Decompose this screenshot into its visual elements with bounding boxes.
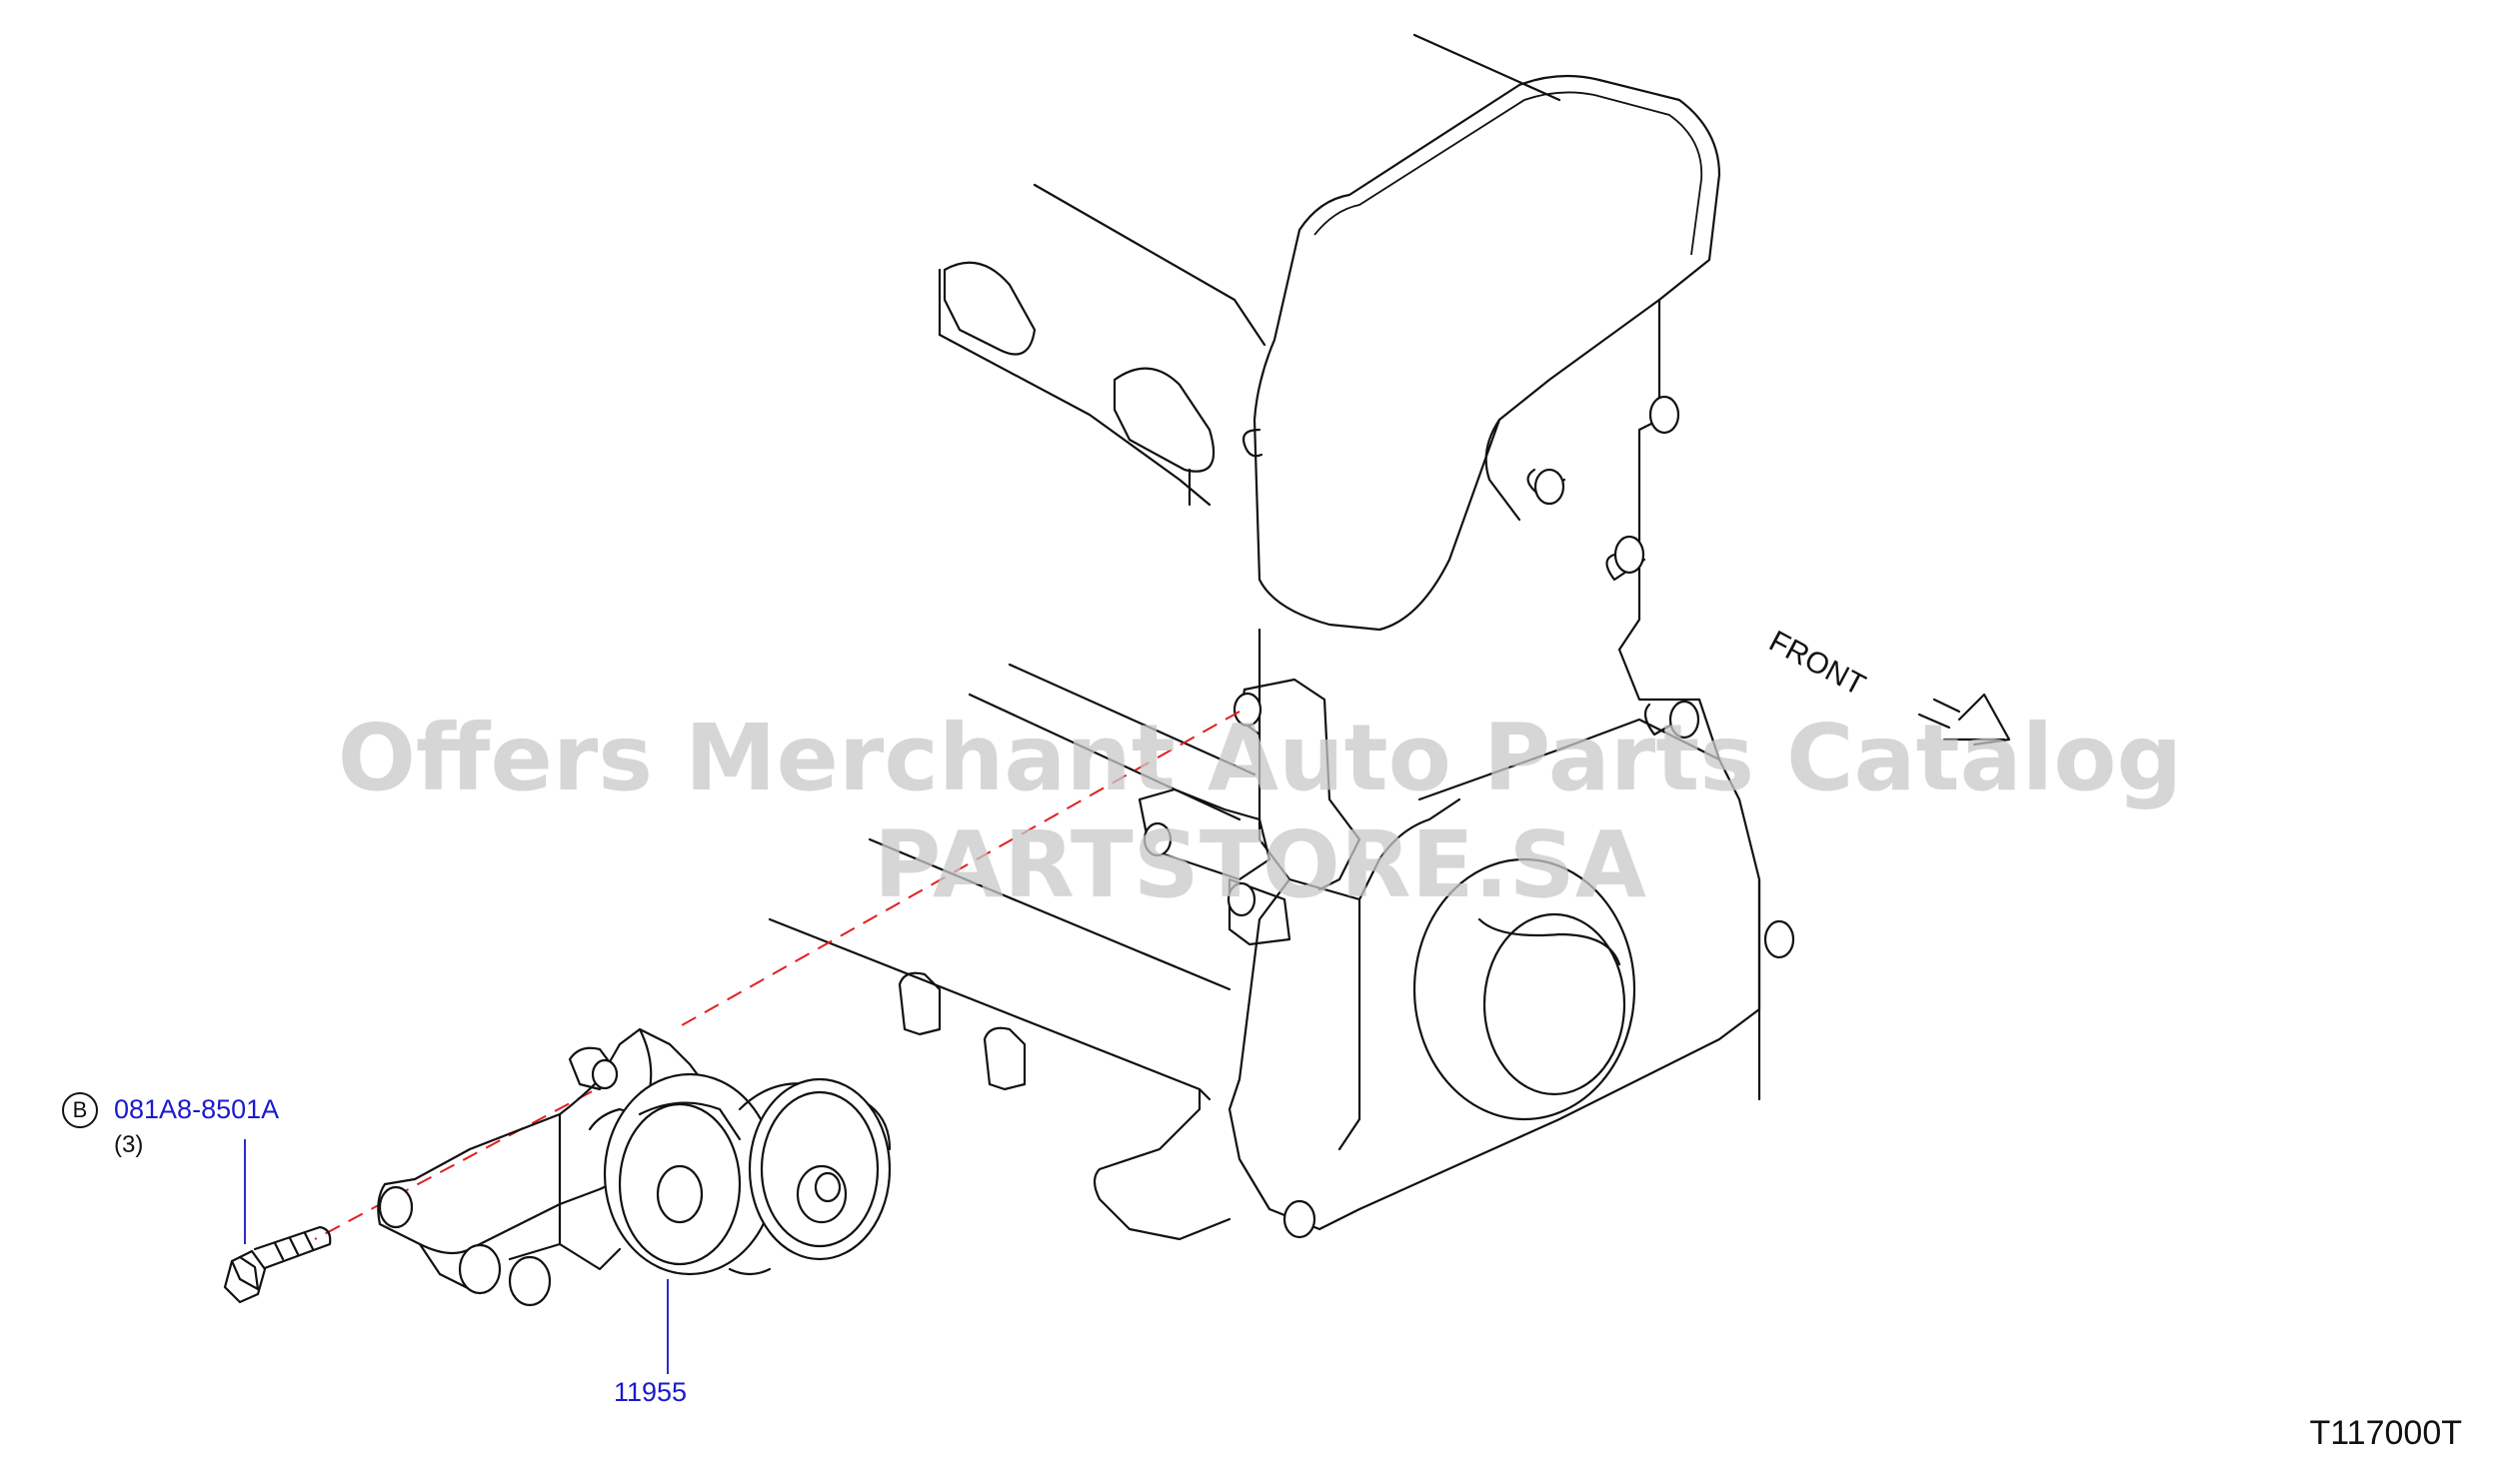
part-link-11955[interactable]: 11955: [614, 1377, 688, 1407]
leader-lines: [244, 1139, 669, 1374]
diagram-id: T117000T: [2309, 1414, 2462, 1452]
front-arrow-icon: [1917, 693, 2011, 746]
flange-bolt-drawing: [223, 1225, 332, 1304]
part-quantity: (3): [114, 1131, 144, 1158]
belt-tensioner-drawing: [377, 1027, 892, 1307]
alignment-lines: [314, 711, 1241, 1240]
part-link-081A8-8501A[interactable]: 081A8-8501A: [114, 1094, 280, 1124]
engine-block-drawing: [768, 33, 1795, 1241]
callout-badge: B: [62, 1092, 98, 1128]
